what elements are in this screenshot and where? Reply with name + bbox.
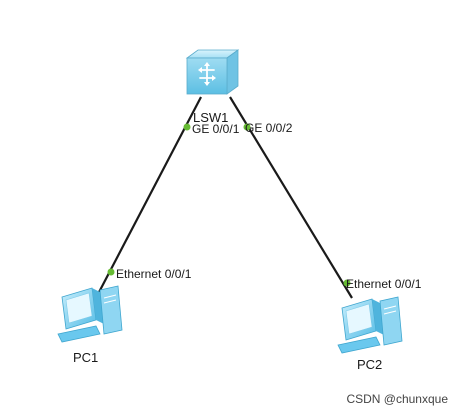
desktop-pc-icon[interactable] (57, 285, 123, 343)
port-dot-pc2-eth001[interactable] (343, 279, 351, 287)
link-lsw1-pc1[interactable] (96, 96, 202, 297)
port-label-pc2-eth001: Ethernet 0/0/1 (346, 277, 422, 291)
pc2-name-label: PC2 (357, 357, 382, 372)
link-lsw1-pc2[interactable] (229, 96, 353, 299)
port-dot-lsw1-ge002[interactable] (243, 123, 251, 131)
watermark: CSDN @chunxque (346, 392, 448, 406)
port-dot-pc1-eth001[interactable] (107, 268, 115, 276)
port-label-lsw1-ge001: GE 0/0/1 (192, 122, 240, 136)
switch-name-label: LSW1 (193, 110, 228, 125)
network-switch-icon[interactable] (185, 49, 240, 95)
port-label-lsw1-ge002: GE 0/0/2 (245, 121, 293, 135)
port-label-pc1-eth001: Ethernet 0/0/1 (116, 267, 192, 281)
pc1-name-label: PC1 (73, 350, 98, 365)
port-dot-lsw1-ge001[interactable] (183, 123, 191, 131)
desktop-pc-icon[interactable] (337, 296, 403, 354)
